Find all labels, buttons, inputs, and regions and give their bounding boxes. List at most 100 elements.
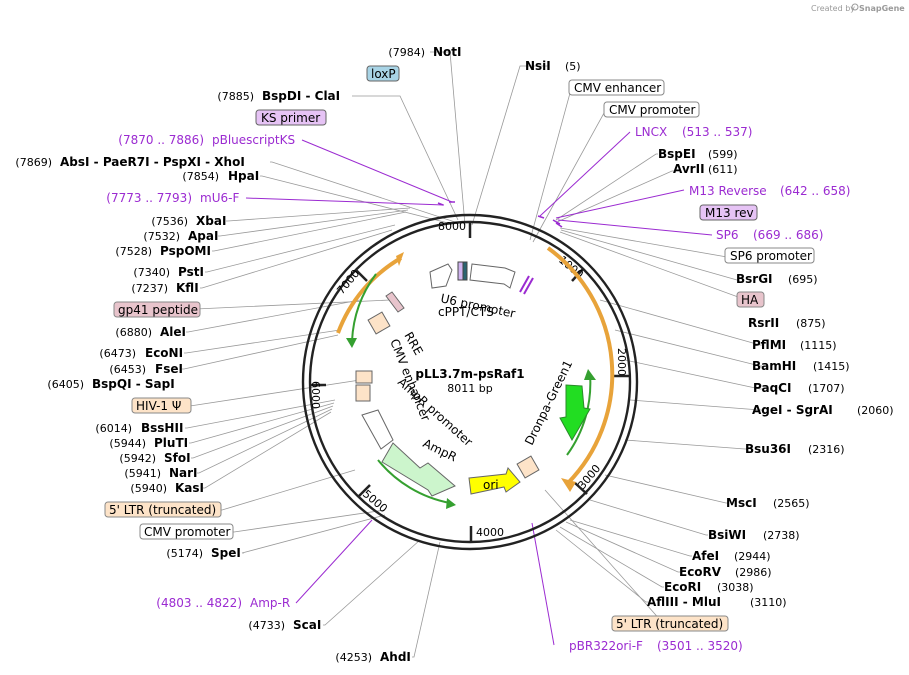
feature-orange-square-bottom: [516, 455, 540, 479]
orange-arc-left-arrow: [396, 252, 404, 266]
site-bsshii: (6014)BssHII: [95, 421, 183, 435]
svg-text:Amp-R: Amp-R: [250, 596, 290, 610]
green-arc-bottom: [377, 459, 451, 504]
site-pflmi: PflMI(1115): [752, 338, 837, 352]
label-ampr: AmpR: [421, 436, 459, 464]
site-sfoi: (5942)SfoI: [119, 451, 190, 465]
box-ks-primer: KS primer: [255, 109, 327, 126]
feature-teal-marker: [462, 261, 468, 281]
primer-lncx: LNCX(513 .. 537): [635, 125, 752, 139]
site-spei: (5174) SpeI: [166, 546, 240, 560]
site-ecori: EcoRI(3038): [664, 580, 754, 594]
svg-text:CMV promoter: CMV promoter: [609, 103, 696, 117]
box-sp6-promoter: SP6 promoter: [724, 247, 815, 264]
feature-ori: [468, 467, 521, 495]
label-ori: ori: [483, 478, 499, 492]
svg-text:XbaI: XbaI: [196, 214, 226, 228]
svg-text:SpeI: SpeI: [211, 546, 241, 560]
primer-lines: [245, 131, 713, 646]
svg-text:(5174): (5174): [166, 547, 203, 560]
svg-text:(7984): (7984): [388, 46, 425, 59]
svg-text:pBluescriptKS: pBluescriptKS: [212, 133, 295, 147]
svg-text:EcoRV: EcoRV: [679, 565, 722, 579]
svg-text:(1415): (1415): [813, 360, 850, 373]
svg-text:EcoNI: EcoNI: [145, 346, 183, 360]
svg-text:(2738): (2738): [763, 529, 800, 542]
svg-text:(7532): (7532): [143, 230, 180, 243]
svg-text:KflI: KflI: [176, 281, 199, 295]
svg-text:Bsu36I: Bsu36I: [745, 442, 791, 456]
svg-text:EcoRI: EcoRI: [664, 580, 701, 594]
box-loxp: loxP: [366, 65, 400, 82]
svg-text:CMV promoter: CMV promoter: [144, 525, 231, 539]
site-scai: (4733)ScaI: [248, 618, 321, 632]
site-bamhi: BamHI(1415): [752, 359, 850, 373]
svg-text:(7237): (7237): [131, 282, 168, 295]
svg-text:(4803 .. 4822): (4803 .. 4822): [156, 596, 242, 610]
box-gp41-peptide: gp41 peptide: [113, 301, 201, 318]
site-afei: AfeI(2944): [692, 549, 771, 563]
svg-text:BssHII: BssHII: [141, 421, 183, 435]
site-bsiwi: BsiWI(2738): [708, 528, 800, 542]
svg-text:BspEI: BspEI: [658, 147, 696, 161]
site-msci: MscI(2565): [726, 496, 810, 510]
green-arc-left: [351, 273, 377, 342]
svg-text:NsiI: NsiI: [525, 59, 551, 73]
svg-text:BspDI - ClaI: BspDI - ClaI: [262, 89, 340, 103]
site-xbai: (7536)XbaI: [151, 214, 226, 228]
site-nari: (5941)NarI: [124, 466, 197, 480]
svg-text:M13 rev: M13 rev: [705, 206, 754, 220]
svg-text:(513 .. 537): (513 .. 537): [682, 125, 752, 139]
svg-text:(1707): (1707): [808, 382, 845, 395]
svg-text:(599): (599): [708, 148, 738, 161]
tick-label-6000: 6000: [309, 381, 322, 409]
svg-text:5' LTR (truncated): 5' LTR (truncated): [109, 503, 216, 517]
svg-text:HpaI: HpaI: [228, 169, 259, 183]
tick-label-8000: 8000: [438, 220, 466, 233]
svg-text:KS primer: KS primer: [261, 111, 320, 125]
svg-text:PstI: PstI: [178, 265, 204, 279]
svg-text:PflMI: PflMI: [752, 338, 786, 352]
svg-text:(695): (695): [788, 273, 818, 286]
svg-text:ApaI: ApaI: [188, 229, 218, 243]
site-alei: (6880)AleI: [115, 325, 186, 339]
svg-text:HA: HA: [741, 293, 759, 307]
credit-text: Created by: [811, 4, 855, 13]
svg-text:(6405): (6405): [47, 378, 84, 391]
svg-text:(5940): (5940): [130, 482, 167, 495]
green-arc-left-arrow: [346, 338, 357, 348]
site-fsei: (6453)FseI: [109, 362, 183, 376]
svg-text:NarI: NarI: [169, 466, 198, 480]
site-bspdi-clai: (7885) BspDI - ClaI: [217, 89, 340, 103]
tick-label-4000: 4000: [476, 526, 504, 539]
green-arc-right-arrow: [584, 369, 596, 380]
svg-text:RsrII: RsrII: [748, 316, 779, 330]
box-5ltr-right: 5' LTR (truncated): [611, 615, 729, 632]
site-bspqi-sapi: (6405)BspQI - SapI: [47, 377, 174, 391]
feature-cppt: [429, 263, 453, 289]
svg-text:(7885): (7885): [217, 90, 254, 103]
box-hiv1-psi: HIV-1 Ψ: [131, 397, 192, 414]
svg-text:AflIII - MluI: AflIII - MluI: [647, 595, 721, 609]
svg-text:AvrII: AvrII: [673, 162, 705, 176]
svg-text:MscI: MscI: [726, 496, 757, 510]
feature-ampr: [381, 442, 456, 497]
site-kasi: (5940)KasI: [130, 481, 204, 495]
site-ecorv: EcoRV (2986): [679, 565, 772, 579]
svg-text:(7869): (7869): [15, 156, 52, 169]
svg-text:PspOMI: PspOMI: [160, 244, 211, 258]
site-apai: (7532) ApaI: [143, 229, 218, 243]
site-hpai: (7854)HpaI: [182, 169, 259, 183]
primer-marks: [437, 201, 563, 228]
site-psti: (7340)PstI: [133, 265, 204, 279]
orange-arc-left: [336, 256, 403, 334]
primer-sp6: SP6(669 .. 686): [716, 228, 823, 242]
svg-text:(5942): (5942): [119, 452, 156, 465]
svg-text:(7870 .. 7886): (7870 .. 7886): [118, 133, 204, 147]
site-nsii: NsiI(5): [525, 59, 581, 73]
site-pluti: (5944)PluTI: [109, 436, 188, 450]
primer-m13-reverse: M13 Reverse(642 .. 658): [689, 184, 850, 198]
feature-lncx-markers: [519, 275, 534, 295]
svg-text:(2986): (2986): [735, 566, 772, 579]
